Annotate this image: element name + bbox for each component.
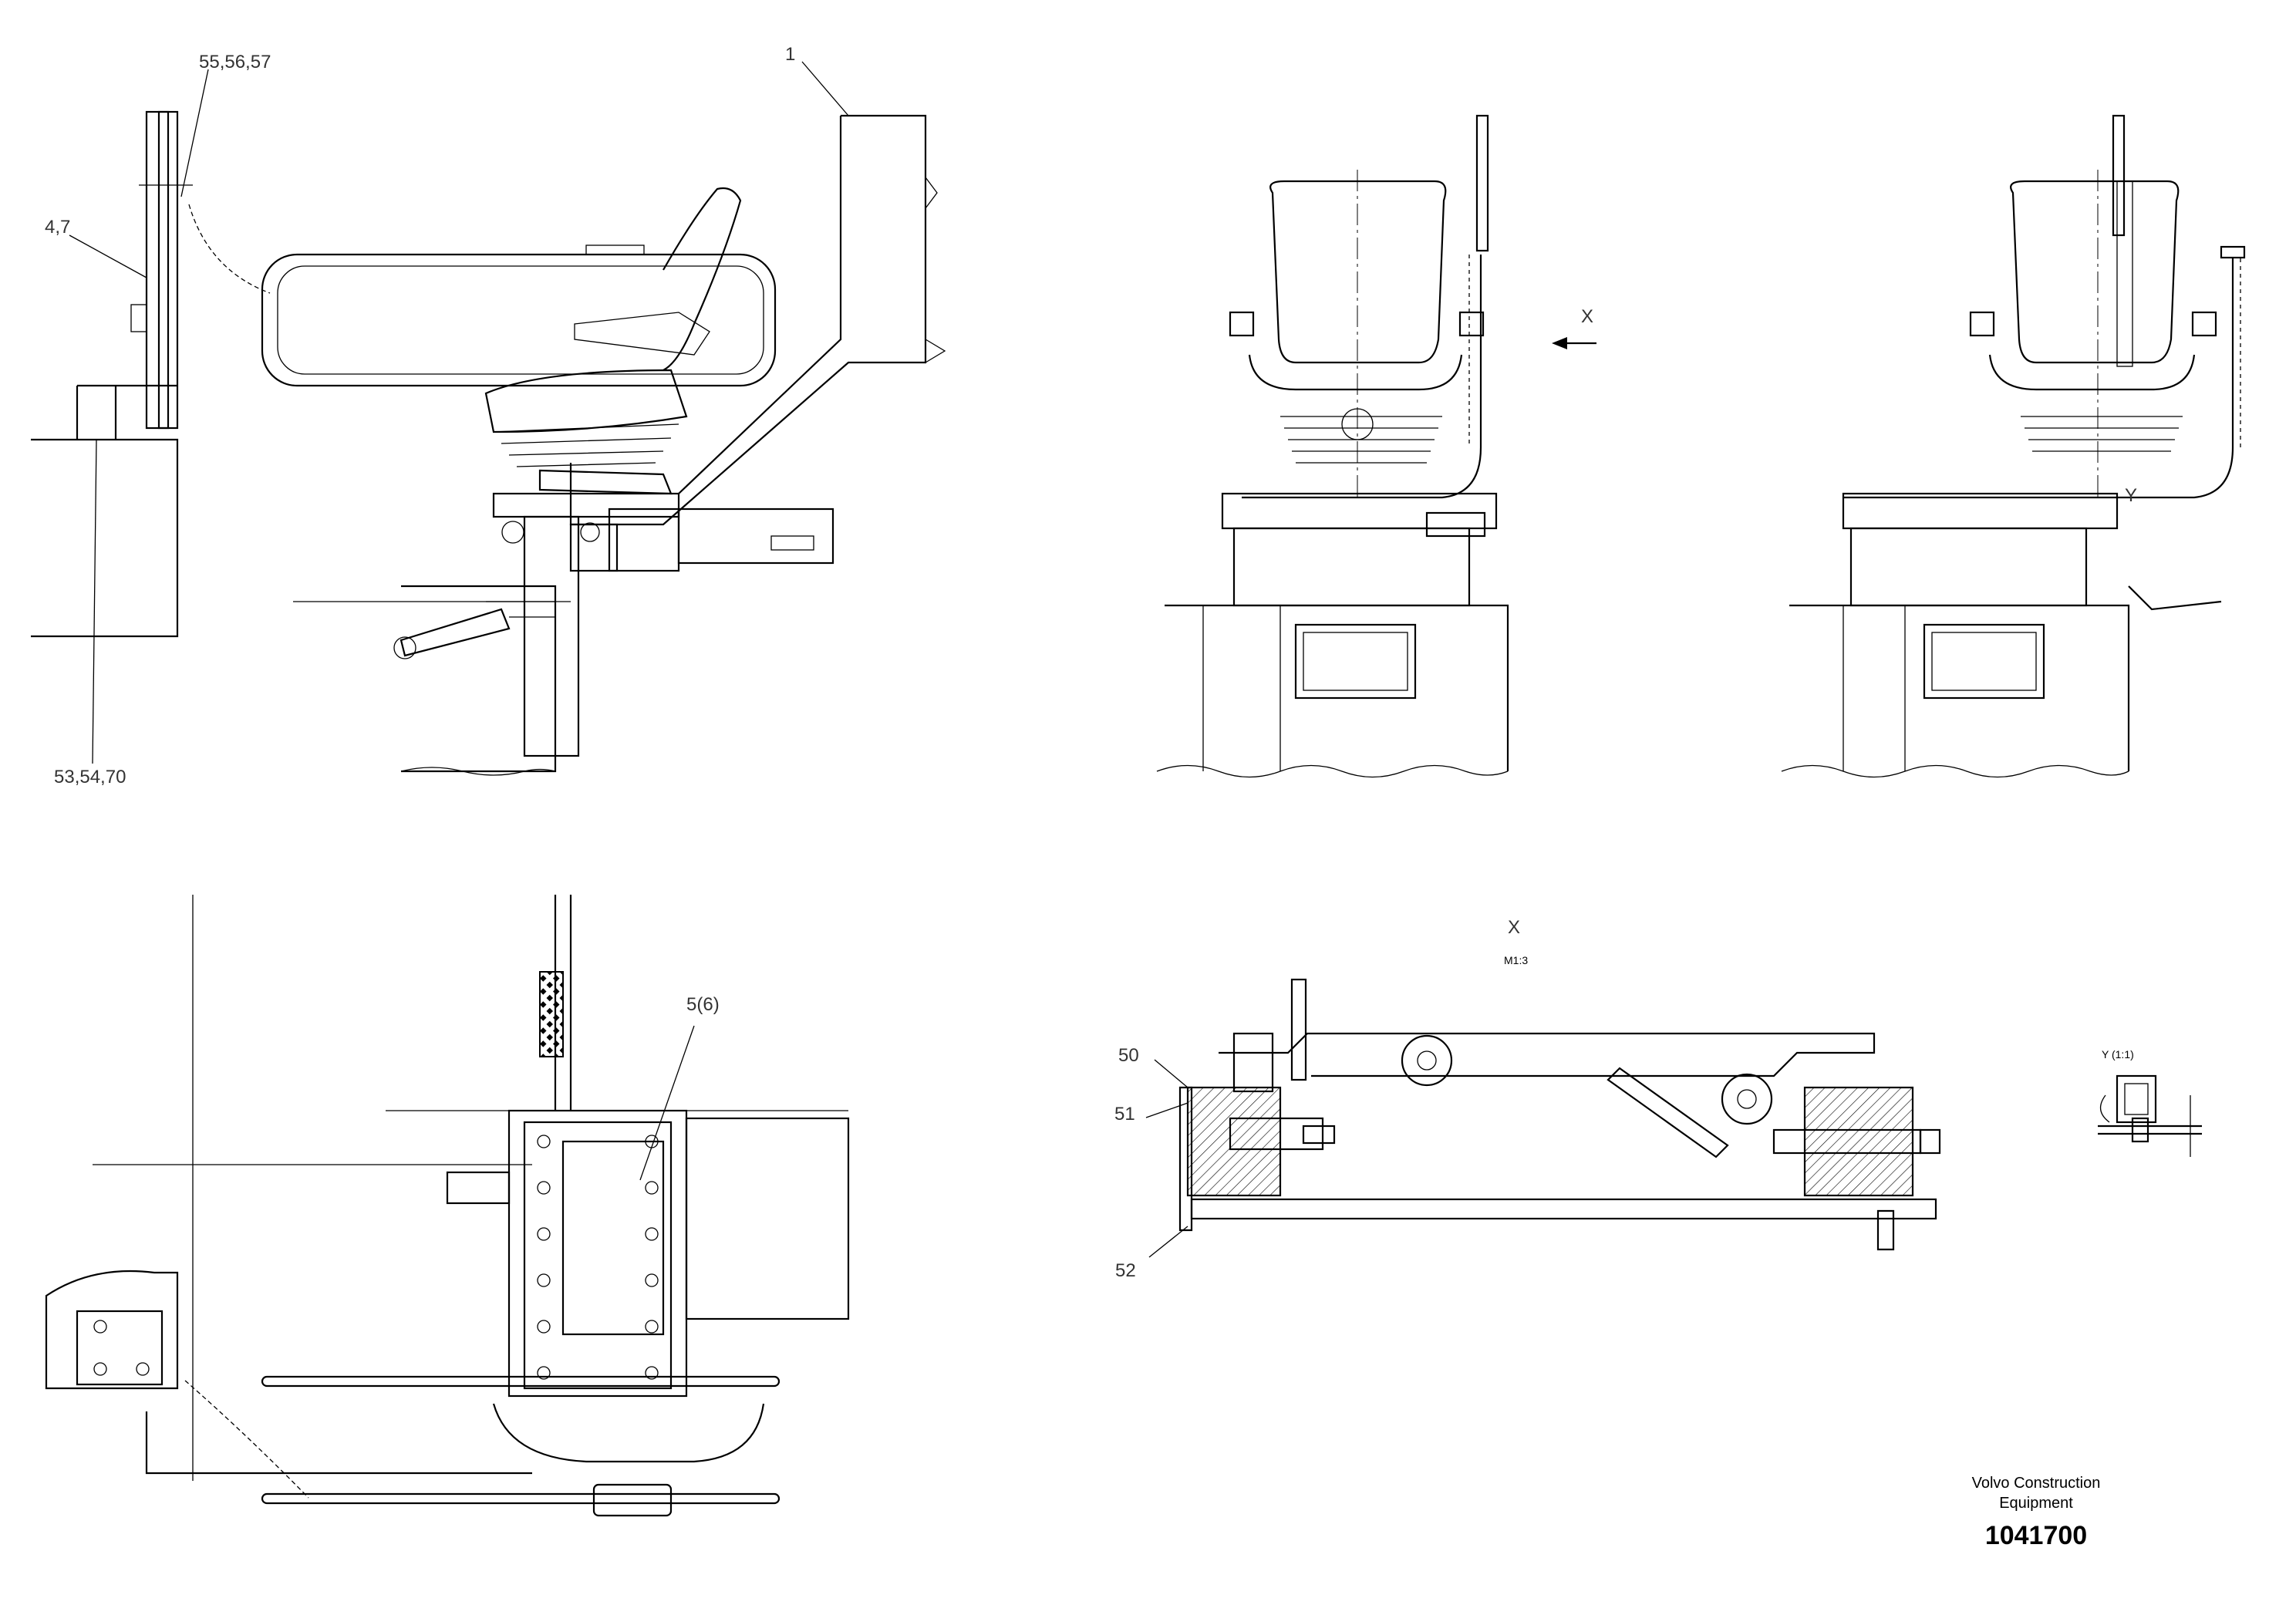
label-50: 50	[1118, 1045, 1139, 1066]
view-x-arrow-label: X	[1581, 306, 1593, 327]
section-view-x: X M1:3 50 51 52	[1114, 917, 1941, 1281]
front-view-seat-variant: Y	[1781, 114, 2246, 778]
detail-y-title: Y (1:1)	[2102, 1048, 2134, 1061]
view-x-title: X	[1508, 917, 1520, 938]
company-name-line1: Volvo Construction	[1971, 1475, 2101, 1492]
label-1: 1	[785, 44, 795, 65]
label-5-6: 5(6)	[686, 994, 720, 1015]
view-y-label: Y	[2125, 485, 2137, 506]
view-x-scale: M1:3	[1504, 954, 1528, 966]
detail-view-y: Y (1:1)	[2098, 1048, 2202, 1157]
label-52: 52	[1115, 1260, 1136, 1281]
front-view-seat: X	[1156, 114, 1596, 778]
label-53-54-70: 53,54,70	[54, 767, 126, 787]
document-number: 1041700	[1984, 1521, 2088, 1550]
company-name-line2: Equipment	[1999, 1495, 2073, 1512]
title-block: Volvo Construction Equipment 1041700	[1944, 1473, 2129, 1551]
side-view-seat-assembly: 55,56,57 1 4,7 53,54,70	[31, 44, 946, 787]
top-view-seat-mounting: 5(6)	[45, 895, 850, 1517]
label-51: 51	[1114, 1104, 1135, 1125]
label-4-7: 4,7	[45, 217, 70, 238]
label-55-56-57: 55,56,57	[199, 52, 271, 73]
